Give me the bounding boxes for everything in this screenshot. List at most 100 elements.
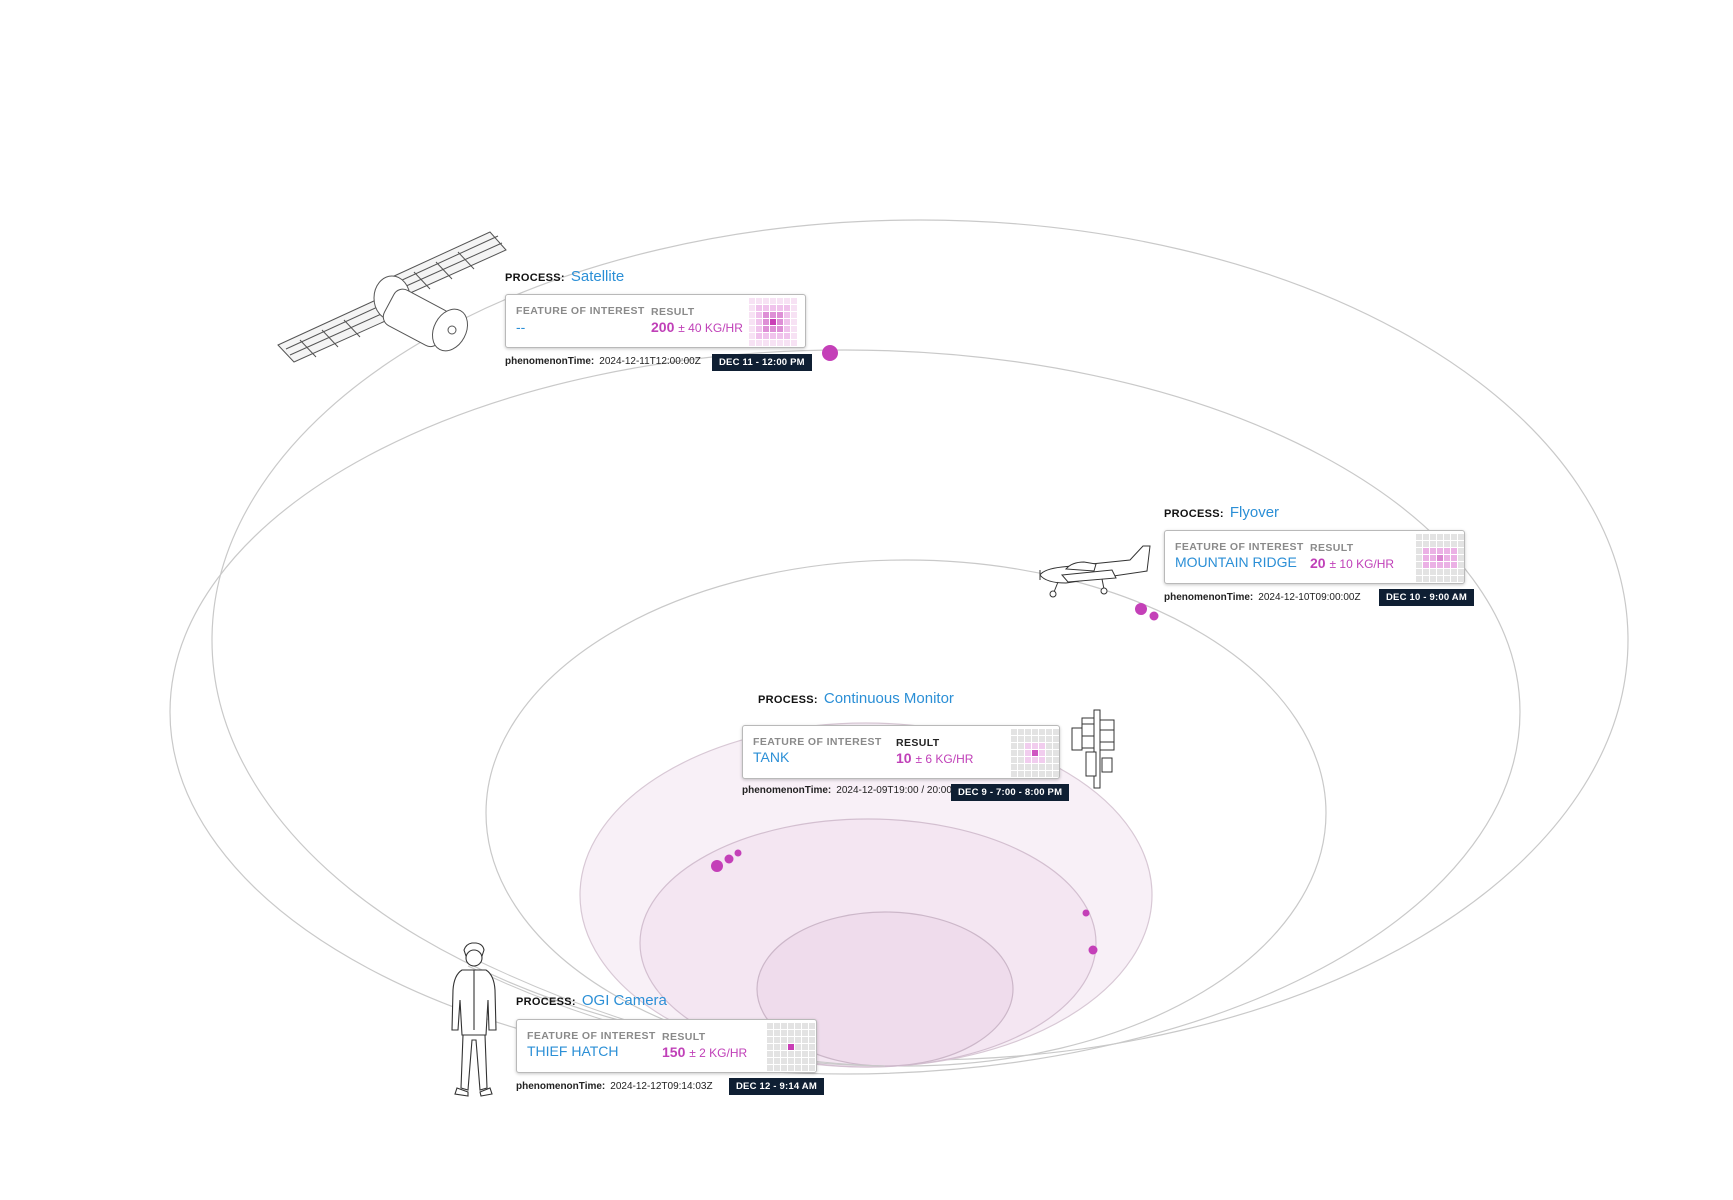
heatmap-cell: [1046, 771, 1052, 777]
process-name[interactable]: Continuous Monitor: [823, 690, 954, 707]
observation-card-continuous-monitor[interactable]: FEATURE OF INTEREST TANK RESULT 10 ± 6 K…: [742, 725, 1060, 779]
heatmap-cell: [795, 1037, 801, 1043]
observation-dot: [734, 849, 742, 857]
foi-label: FEATURE OF INTEREST: [1175, 541, 1304, 553]
heatmap-cell: [1416, 576, 1422, 582]
phenomenon-time: phenomenonTime:2024-12-09T19:00 / 20:00: [742, 785, 952, 796]
phenomenon-time-value: 2024-12-11T12:00:00Z: [599, 356, 701, 367]
heatmap-cell: [809, 1051, 815, 1057]
heatmap-cell: [1018, 764, 1024, 770]
heatmap-cell: [1458, 548, 1464, 554]
heatmap-cell: [791, 326, 797, 332]
heatmap-cell: [1444, 576, 1450, 582]
heatmap-cell: [788, 1037, 794, 1043]
heatmap-cell: [1444, 548, 1450, 554]
process-name[interactable]: Flyover: [1229, 504, 1280, 521]
foi-value[interactable]: THIEF HATCH: [527, 1043, 619, 1059]
heatmap-cell: [1025, 771, 1031, 777]
heatmap-cell: [1430, 555, 1436, 561]
heatmap-cell: [1032, 771, 1038, 777]
observation-dot: [711, 860, 723, 872]
heatmap-cell: [781, 1037, 787, 1043]
heatmap-cell: [1451, 569, 1457, 575]
result-uncertainty: ± 6 KG/HR: [915, 752, 974, 766]
heatmap-cell: [1430, 576, 1436, 582]
observation-dot: [1082, 909, 1090, 917]
heatmap-cell: [767, 1051, 773, 1057]
heatmap-cell: [1039, 764, 1045, 770]
process-name[interactable]: OGI Camera: [581, 992, 667, 1009]
observation-card-satellite[interactable]: FEATURE OF INTEREST -- RESULT 200 ± 40 K…: [505, 294, 806, 348]
time-badge: DEC 10 - 9:00 AM: [1379, 589, 1474, 606]
heatmap-cell: [1430, 541, 1436, 547]
heatmap-cell: [777, 333, 783, 339]
result-value: 20 ± 10 KG/HR: [1310, 555, 1394, 571]
heatmap-cell: [1430, 534, 1436, 540]
heatmap-cell: [791, 312, 797, 318]
heatmap-cell: [763, 326, 769, 332]
foi-value[interactable]: --: [516, 319, 526, 335]
foi-value[interactable]: MOUNTAIN RIDGE: [1175, 554, 1297, 570]
foi-label: FEATURE OF INTEREST: [516, 305, 645, 317]
heatmap-cell: [802, 1044, 808, 1050]
process-name[interactable]: Satellite: [570, 268, 625, 285]
heatmap-cell: [763, 319, 769, 325]
heatmap-cell: [1053, 771, 1059, 777]
process-title-ogi-camera: PROCESS:OGI Camera: [516, 992, 667, 1009]
heatmap-cell: [1032, 764, 1038, 770]
heatmap-cell: [788, 1030, 794, 1036]
phenomenon-time-value: 2024-12-10T09:00:00Z: [1258, 592, 1361, 603]
heatmap-cell: [1011, 736, 1017, 742]
satellite-icon: [277, 231, 507, 363]
foi-value[interactable]: TANK: [753, 749, 790, 765]
heatmap-cell: [784, 305, 790, 311]
result-number: 20: [1310, 555, 1326, 571]
heatmap-cell: [749, 326, 755, 332]
heatmap-cell: [777, 305, 783, 311]
heatmap-grid: [1416, 534, 1464, 582]
result-number: 200: [651, 319, 675, 335]
heatmap-cell: [770, 340, 776, 346]
time-badge: DEC 11 - 12:00 PM: [712, 354, 812, 371]
heatmap-cell: [1025, 757, 1031, 763]
heatmap-cell: [1032, 757, 1038, 763]
heatmap-cell: [777, 312, 783, 318]
heatmap-cell: [777, 298, 783, 304]
observation-dot: [1088, 945, 1098, 955]
heatmap-cell: [1458, 569, 1464, 575]
heatmap-cell: [1039, 757, 1045, 763]
heatmap-cell: [1416, 548, 1422, 554]
heatmap-cell: [749, 319, 755, 325]
heatmap-cell: [1444, 562, 1450, 568]
result-number: 10: [896, 750, 912, 766]
heatmap-cell: [809, 1058, 815, 1064]
heatmap-cell: [1430, 548, 1436, 554]
heatmap-cell: [774, 1058, 780, 1064]
heatmap-cell: [1053, 757, 1059, 763]
heatmap-cell: [1046, 757, 1052, 763]
observation-card-flyover[interactable]: FEATURE OF INTEREST MOUNTAIN RIDGE RESUL…: [1164, 530, 1465, 584]
heatmap-cell: [756, 312, 762, 318]
heatmap-grid: [1011, 729, 1059, 777]
heatmap-cell: [767, 1058, 773, 1064]
heatmap-cell: [1018, 743, 1024, 749]
heatmap-cell: [767, 1065, 773, 1071]
heatmap-cell: [763, 333, 769, 339]
heatmap-cell: [1039, 736, 1045, 742]
heatmap-cell: [763, 312, 769, 318]
heatmap-cell: [1025, 743, 1031, 749]
heatmap-cell: [774, 1065, 780, 1071]
heatmap-cell: [802, 1058, 808, 1064]
observation-card-ogi-camera[interactable]: FEATURE OF INTEREST THIEF HATCH RESULT 1…: [516, 1019, 817, 1073]
heatmap-cell: [1416, 541, 1422, 547]
result-value: 10 ± 6 KG/HR: [896, 750, 973, 766]
heatmap-cell: [1032, 729, 1038, 735]
heatmap-cell: [1025, 764, 1031, 770]
heatmap-cell: [791, 333, 797, 339]
result-number: 150: [662, 1044, 686, 1060]
heatmap-cell: [1458, 562, 1464, 568]
heatmap-cell: [784, 326, 790, 332]
heatmap-cell: [781, 1044, 787, 1050]
heatmap-cell: [1451, 541, 1457, 547]
